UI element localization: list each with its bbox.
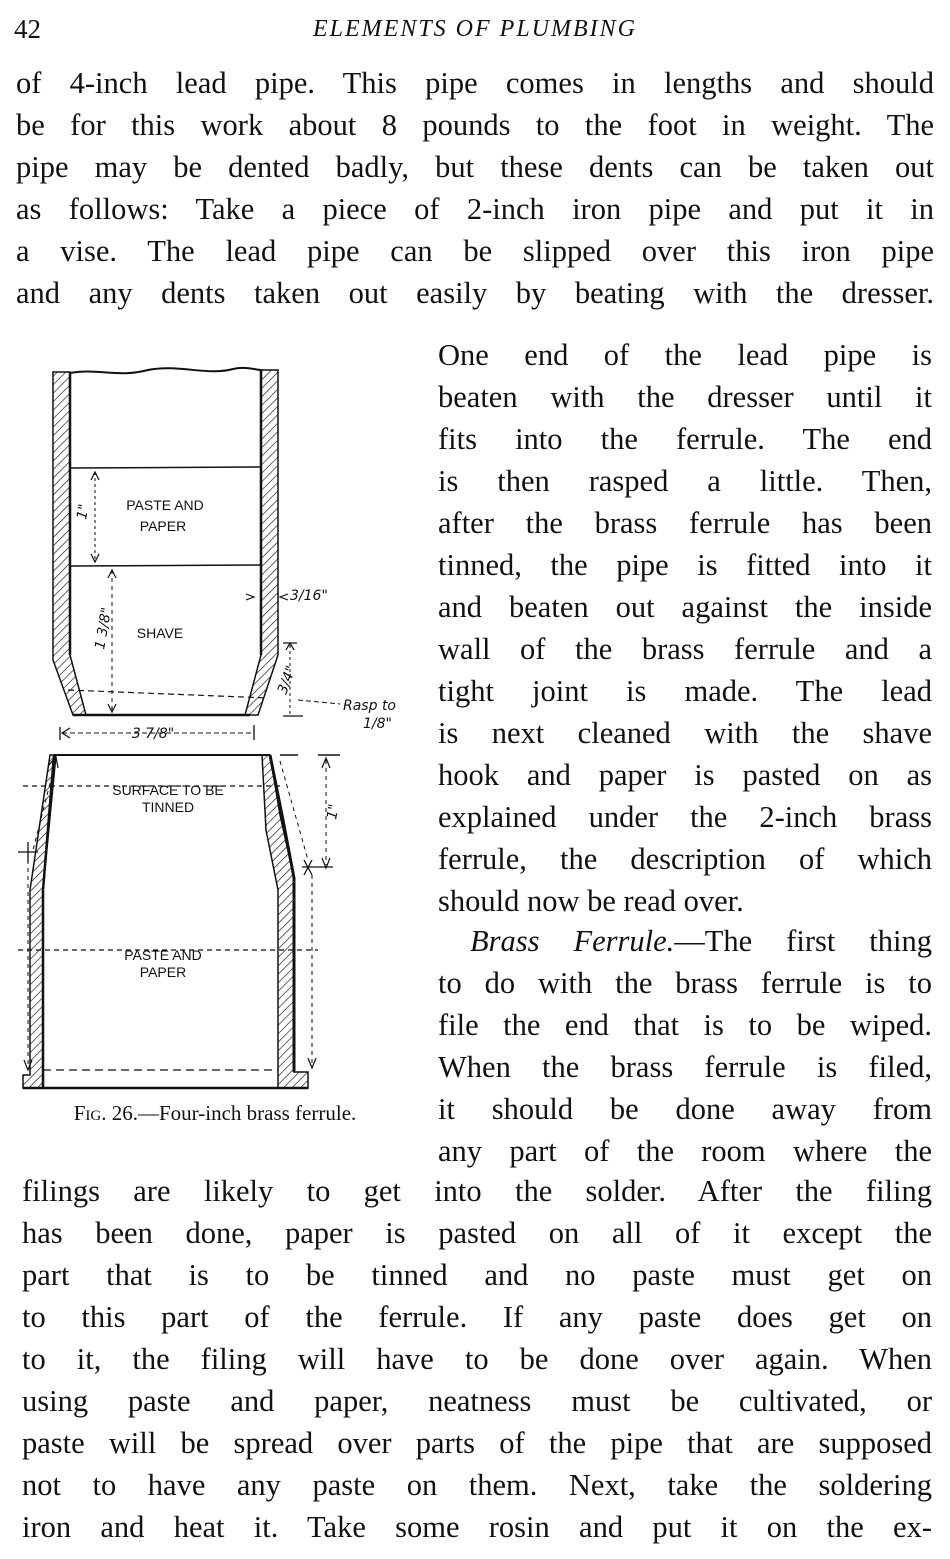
- text-line: a vise. The lead pipe can be slipped ove…: [16, 234, 934, 268]
- label-rasp-to: Rasp to: [343, 698, 396, 714]
- text-line: to it, the filing will have to be done o…: [22, 1342, 932, 1376]
- text-line: should now be read over.: [438, 884, 744, 918]
- label-paste-and-paper-top-1: PASTE AND: [126, 497, 204, 513]
- text-line: part that is to be tinned and no paste m…: [22, 1258, 932, 1292]
- label-bottom-width: 3 7/8": [132, 726, 174, 742]
- label-taper: 3/4": [275, 664, 300, 697]
- label-one-inch-bottom: 1": [324, 803, 342, 821]
- text-line: using paste and paper, neatness must be …: [22, 1384, 932, 1418]
- page-number: 42: [14, 14, 41, 44]
- text-line: One end of the lead pipe is: [438, 338, 932, 372]
- label-paste-and-paper-bottom-2: PAPER: [140, 964, 186, 980]
- ferrule-diagram-svg: PASTE AND PAPER SHAVE SURFACE TO BE TINN…: [18, 366, 396, 1090]
- label-surface-to-be-tinned-2: TINNED: [142, 799, 194, 815]
- label-surface-to-be-tinned-1: SURFACE TO BE: [112, 782, 224, 798]
- lead-pipe-drawing: [52, 366, 341, 740]
- text-line: fits into the ferrule. The end: [438, 422, 932, 456]
- text-line: filings are likely to get into the solde…: [22, 1174, 932, 1208]
- text-line: iron and heat it. Take some rosin and pu…: [22, 1510, 932, 1544]
- caption-text: —Four-inch brass ferrule.: [138, 1101, 357, 1125]
- text-line: of 4-inch lead pipe. This pipe comes in …: [16, 66, 934, 100]
- ferrule-right-wall: [261, 754, 309, 1089]
- text-line: pipe may be dented badly, but these dent…: [16, 150, 934, 184]
- text-line: beaten with the dresser until it: [438, 380, 932, 414]
- section-heading: Brass Ferrule.: [470, 924, 675, 958]
- text-line: it should be done away from: [438, 1092, 932, 1126]
- label-one-inch-top: 1": [74, 503, 92, 521]
- text-line: has been done, paper is pasted on all of…: [22, 1216, 932, 1250]
- label-shave: SHAVE: [137, 625, 183, 641]
- label-paste-and-paper-top-2: PAPER: [140, 518, 186, 534]
- text-line: not to have any paste on them. Next, tak…: [22, 1468, 932, 1502]
- figure-26-ferrule-diagram: PASTE AND PAPER SHAVE SURFACE TO BE TINN…: [18, 360, 408, 1100]
- caption-prefix: Fig.: [73, 1101, 107, 1125]
- label-shave-length: 1 3/8": [92, 606, 115, 650]
- text-line: be for this work about 8 pounds to the f…: [16, 108, 934, 142]
- label-paste-and-paper-bottom-1: PASTE AND: [124, 947, 202, 963]
- section-first-line-text: —The first thing: [674, 924, 932, 958]
- text-line: When the brass ferrule is filed,: [438, 1050, 932, 1084]
- text-line: to this part of the ferrule. If any past…: [22, 1300, 932, 1334]
- label-wall-thickness: 3/16": [290, 588, 328, 604]
- text-line: hook and paper is pasted on as: [438, 758, 932, 792]
- text-line: is then rasped a little. Then,: [438, 464, 932, 498]
- page-header: 42 ELEMENTS OF PLUMBING: [0, 14, 950, 50]
- broken-top-edge: [69, 366, 262, 375]
- text-line: file the end that is to be wiped.: [438, 1008, 932, 1042]
- text-line: is next cleaned with the shave: [438, 716, 932, 750]
- text-line: tinned, the pipe is fitted into it: [438, 548, 932, 582]
- text-line: and any dents taken out easily by beatin…: [16, 276, 934, 310]
- text-line: paste will be spread over parts of the p…: [22, 1426, 932, 1460]
- label-rasp-value: 1/8": [363, 716, 392, 732]
- figure-caption: Fig. 26.—Four-inch brass ferrule.: [30, 1100, 400, 1126]
- text-line: tight joint is made. The lead: [438, 674, 932, 708]
- text-line: to do with the brass ferrule is to: [438, 966, 932, 1000]
- text-line: explained under the 2-inch brass: [438, 800, 932, 834]
- brass-ferrule-drawing: [18, 754, 340, 1090]
- text-line: and beaten out against the inside: [438, 590, 932, 624]
- caption-number: 26.: [111, 1101, 138, 1125]
- text-line: any part of the room where the: [438, 1134, 932, 1168]
- running-title: ELEMENTS OF PLUMBING: [313, 16, 637, 42]
- text-line: after the brass ferrule has been: [438, 506, 932, 540]
- text-line: wall of the brass ferrule and a: [438, 632, 932, 666]
- section-first-line: Brass Ferrule.—The first thing: [470, 920, 932, 962]
- text-line: ferrule, the description of which: [438, 842, 932, 876]
- text-line: as follows: Take a piece of 2-inch iron …: [16, 192, 934, 226]
